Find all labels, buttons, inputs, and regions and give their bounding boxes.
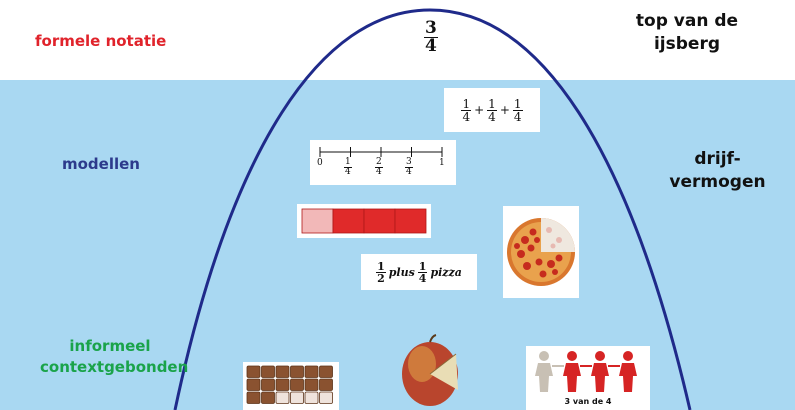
- person-head: [539, 351, 549, 361]
- informal-label: informeel contextgebonden: [40, 336, 189, 378]
- chocolate-piece: [290, 365, 304, 378]
- bar-part: [363, 208, 396, 234]
- formal-fraction: 3 4: [424, 20, 438, 55]
- pizza-card: [503, 206, 579, 298]
- chocolate-piece: [261, 365, 275, 378]
- number-line-axis: [319, 147, 443, 157]
- chocolate-piece: [261, 378, 275, 391]
- people-icons: [535, 351, 637, 392]
- apple-image: [398, 334, 462, 410]
- informal-label-line1: informeel: [69, 337, 151, 355]
- chocolate-piece: [275, 391, 290, 404]
- tip-label-line1: top van de: [635, 11, 739, 31]
- chocolate-piece: [261, 391, 275, 404]
- buoyancy-label-line1: drijf-: [694, 149, 741, 169]
- person-body: [563, 363, 581, 392]
- buoyancy-label: drijf- vermogen: [665, 148, 770, 194]
- person-head: [567, 351, 577, 361]
- chocolate-piece: [304, 378, 319, 391]
- chocolate-piece: [290, 391, 304, 404]
- chocolate-piece: [246, 378, 261, 391]
- plus-word: plus: [388, 265, 415, 279]
- person-head: [595, 351, 605, 361]
- formal-notation-label: formele notatie: [35, 32, 167, 50]
- chocolate-piece: [290, 378, 304, 391]
- fraction-denominator: 4: [425, 36, 437, 56]
- chocolate-piece: [319, 365, 333, 378]
- fraction-numerator: 3: [424, 18, 438, 38]
- models-label: modellen: [62, 155, 140, 173]
- pizza-word: pizza: [430, 265, 462, 279]
- person-body: [591, 363, 609, 392]
- number-line-end: 1: [439, 158, 445, 168]
- tip-label: top van de ijsberg: [612, 10, 762, 56]
- buoyancy-label-line2: vermogen: [669, 172, 766, 192]
- plus-sign: +: [474, 103, 485, 117]
- person-head: [623, 351, 633, 361]
- people-card: 3 van de 4: [526, 346, 650, 410]
- bar-model-card: [297, 204, 431, 238]
- people-caption: 3 van de 4: [564, 397, 612, 406]
- chocolate-piece: [319, 378, 333, 391]
- tip-label-line2: ijsberg: [653, 34, 721, 54]
- bar-part: [301, 208, 334, 234]
- person-body: [619, 363, 637, 392]
- bar-model: [301, 208, 427, 234]
- chocolate-card: [243, 362, 339, 410]
- water-background: [0, 80, 795, 410]
- pizza-image: [507, 218, 575, 286]
- chocolate-piece: [304, 391, 319, 404]
- informal-label-line2: contextgebonden: [40, 358, 189, 376]
- chocolate-piece: [275, 365, 290, 378]
- number-line-start: 0: [317, 158, 323, 168]
- person-body: [535, 363, 553, 392]
- plus-sign: +: [499, 103, 510, 117]
- chocolate-piece: [319, 391, 333, 404]
- bar-part: [394, 208, 427, 234]
- chocolate-piece: [275, 378, 290, 391]
- chocolate-piece: [304, 365, 319, 378]
- chocolate-piece: [246, 391, 261, 404]
- chocolate-bar-image: [246, 365, 333, 404]
- chocolate-piece: [246, 365, 261, 378]
- bar-part: [332, 208, 365, 234]
- apple-icon: [402, 334, 458, 406]
